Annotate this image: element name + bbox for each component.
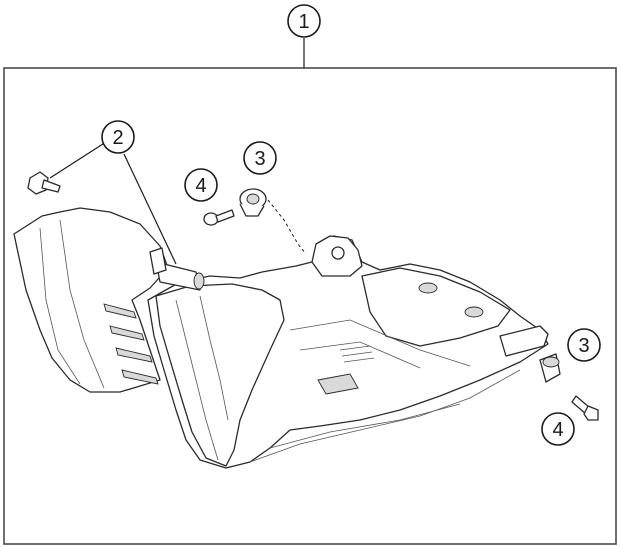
leader-2a — [49, 141, 107, 179]
callout-3-upper-label: 3 — [254, 148, 265, 170]
callout-1: 1 — [287, 4, 321, 38]
callout-2-label: 2 — [112, 127, 123, 149]
callout-4-upper-label: 4 — [195, 175, 206, 197]
callout-4-lower-label: 4 — [552, 419, 563, 441]
rubber-bushing-icon — [239, 188, 267, 217]
rubber-bushing-icon — [149, 247, 205, 291]
kit-frame — [3, 67, 617, 545]
rubber-bushing-icon — [539, 353, 561, 383]
callout-3-upper: 3 — [243, 141, 277, 175]
callout-1-label: 1 — [298, 11, 309, 33]
leader-2b — [123, 153, 177, 265]
callout-4-lower: 4 — [541, 412, 575, 446]
callout-2: 2 — [101, 120, 135, 154]
callout-3-lower-label: 3 — [578, 335, 589, 357]
screw-icon — [203, 209, 235, 226]
callout-3-lower: 3 — [567, 328, 601, 362]
screw-icon — [27, 171, 61, 195]
skid-plate-icon — [13, 207, 549, 469]
callout-4-upper: 4 — [184, 168, 218, 202]
screw-icon — [571, 395, 599, 421]
assembly-line-upper — [267, 199, 307, 255]
